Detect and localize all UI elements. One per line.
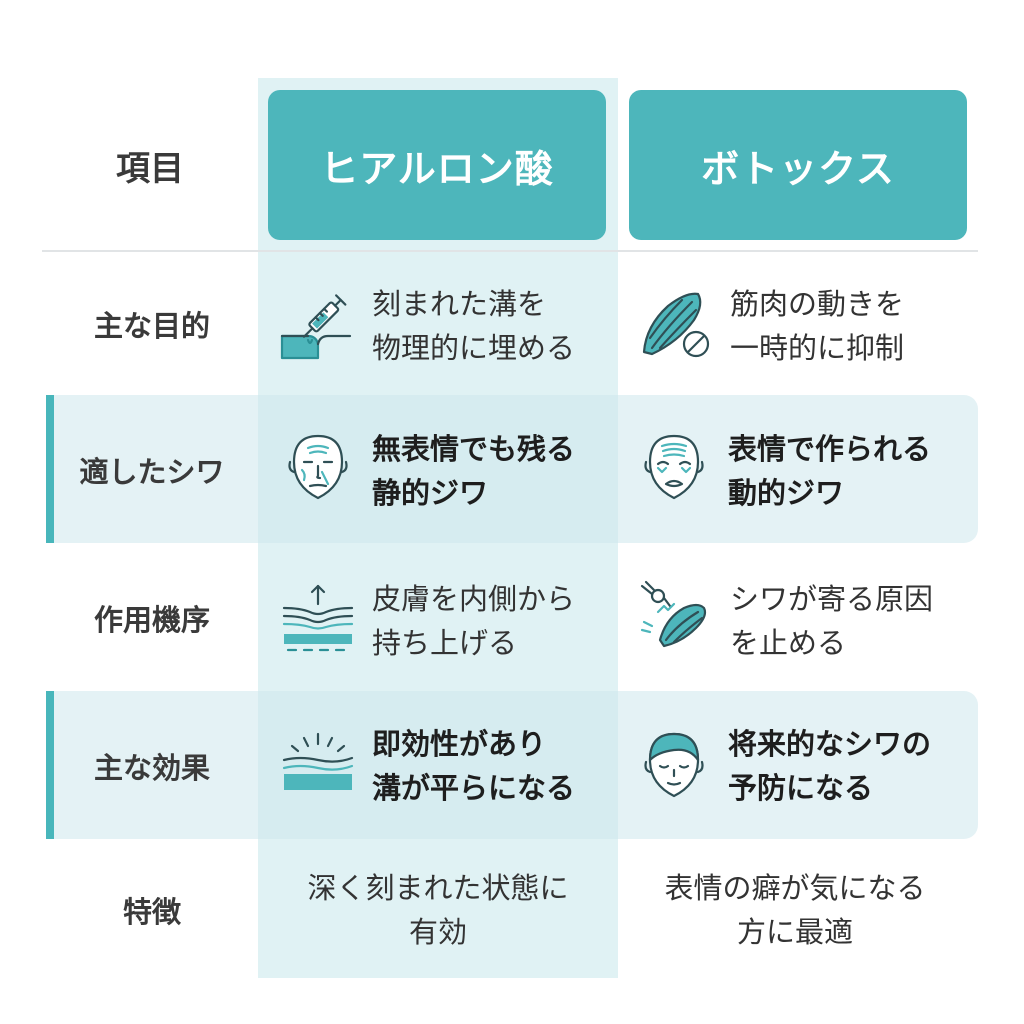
- calm-face-icon: [636, 726, 712, 802]
- cell-line: 将来的なシワの: [728, 727, 932, 761]
- cell-line: 皮膚を内側から: [372, 582, 576, 616]
- syringe-icon: [278, 286, 354, 362]
- cell-line: 動的ジワ: [728, 476, 845, 510]
- cell-hyaluronic-feature: 深く刻まれた状態に 有効: [268, 866, 608, 954]
- cell-hyaluronic-main-effect: 即効性があり 溝が平らになる: [372, 722, 575, 810]
- header-hyaluronic: ヒアルロン酸: [268, 90, 606, 240]
- cell-line: 無表情でも残る: [372, 432, 576, 466]
- cell-line: 深く刻まれた状態に: [307, 871, 569, 905]
- row-label-mechanism: 作用機序: [93, 603, 210, 637]
- row-label-suitable-wrinkle: 適したシワ: [79, 455, 225, 489]
- cell-line: 刻まれた溝を: [372, 287, 547, 321]
- cell-line: 持ち上げる: [372, 626, 518, 660]
- cell-line: 物理的に埋める: [372, 331, 576, 365]
- cell-line: 表情で作られる: [728, 432, 932, 466]
- cell-botox-suitable-wrinkle: 表情で作られる 動的ジワ: [728, 427, 931, 515]
- skin-lift-icon: [280, 580, 356, 656]
- cell-line: を止める: [730, 626, 847, 660]
- cell-line: 方に最適: [736, 915, 853, 949]
- cell-line: 筋肉の動きを: [730, 287, 905, 321]
- header-botox: ボトックス: [629, 90, 967, 240]
- cell-line: シワが寄る原因: [730, 582, 934, 616]
- cell-line: 即効性があり: [372, 727, 547, 761]
- row-highlight-band-suitable-wrinkle: [46, 395, 978, 543]
- row-label-main-purpose: 主な目的: [93, 309, 210, 343]
- band-accent-bar: [46, 395, 54, 543]
- cell-botox-mechanism: シワが寄る原因 を止める: [730, 577, 933, 665]
- muscle-block-icon: [638, 286, 714, 362]
- face-static-wrinkle-icon: [280, 428, 356, 504]
- cell-botox-feature: 表情の癖が気になる 方に最適: [625, 866, 965, 954]
- cell-botox-main-effect: 将来的なシワの 予防になる: [728, 722, 931, 810]
- smooth-skin-icon: [280, 724, 356, 800]
- cell-botox-main-purpose: 筋肉の動きを 一時的に抑制: [730, 282, 904, 370]
- row-highlight-band-main-effect: [46, 691, 978, 839]
- row-label-main-effect: 主な効果: [93, 751, 210, 785]
- header-divider: [42, 250, 978, 252]
- row-label-feature: 特徴: [122, 895, 181, 929]
- cell-hyaluronic-mechanism: 皮膚を内側から 持ち上げる: [372, 577, 575, 665]
- cell-line: 予防になる: [728, 771, 874, 805]
- header-item-label: 項目: [116, 148, 184, 189]
- cell-line: 有効: [408, 915, 467, 949]
- cell-hyaluronic-main-purpose: 刻まれた溝を 物理的に埋める: [372, 282, 575, 370]
- cell-hyaluronic-suitable-wrinkle: 無表情でも残る 静的ジワ: [372, 427, 575, 515]
- cell-line: 表情の癖が気になる: [664, 871, 926, 905]
- nerve-muscle-block-icon: [638, 578, 714, 654]
- band-accent-bar: [46, 691, 54, 839]
- face-expression-wrinkle-icon: [636, 428, 712, 504]
- cell-line: 静的ジワ: [372, 476, 489, 510]
- cell-line: 溝が平らになる: [372, 771, 576, 805]
- cell-line: 一時的に抑制: [730, 331, 905, 365]
